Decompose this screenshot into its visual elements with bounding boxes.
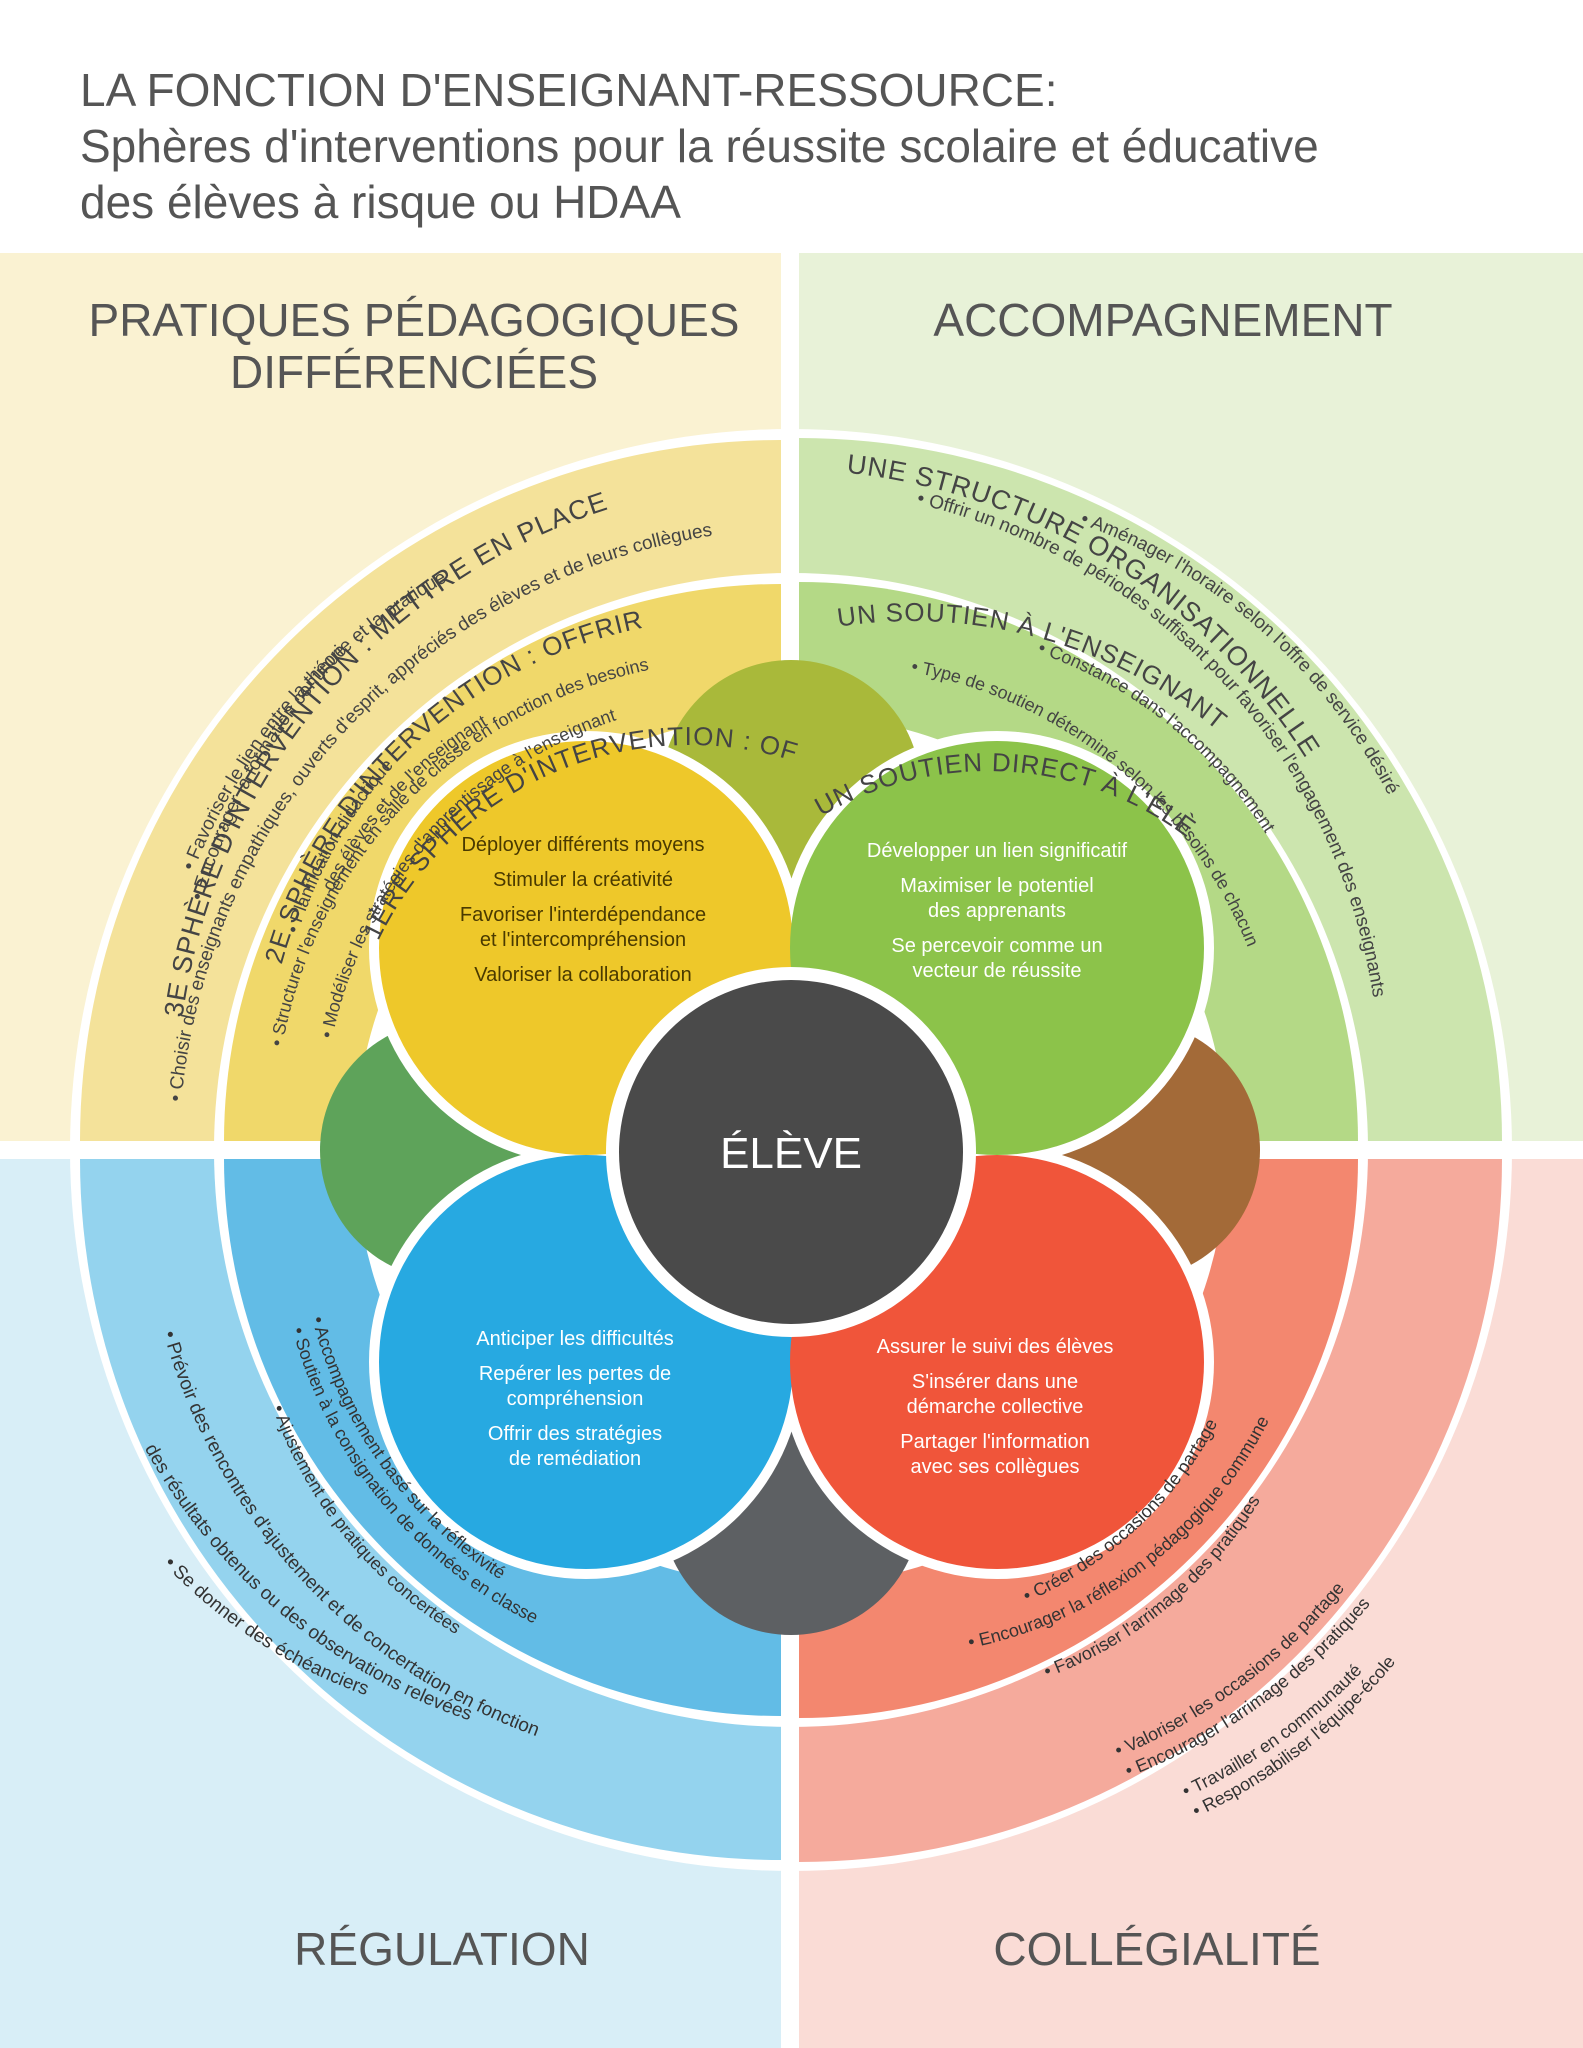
center-circle — [619, 980, 963, 1324]
quadrant-title-collegialite: COLLÉGIALITÉ — [993, 1923, 1320, 1975]
circle-blue-line-3: compréhension — [507, 1388, 644, 1410]
quadrant-title-regulation: RÉGULATION — [294, 1923, 590, 1975]
circle-green-line-5: vecteur de réussite — [913, 960, 1082, 982]
center-label: ÉLÈVE — [720, 1129, 862, 1178]
title-line-3: des élèves à risque ou HDAA — [80, 176, 681, 228]
circle-yellow-line-4: et l'intercompréhension — [480, 929, 686, 951]
circle-blue-line-2: Repérer les pertes de — [479, 1363, 671, 1385]
circle-yellow-line-3: Favoriser l'interdépendance — [460, 904, 706, 926]
quadrant-title-pratiques-1: PRATIQUES PÉDAGOGIQUES — [89, 294, 740, 346]
quadrant-title-pratiques-2: DIFFÉRENCIÉES — [230, 346, 598, 398]
title-line-2: Sphères d'interventions pour la réussite… — [80, 120, 1319, 172]
circle-green-line-3: des apprenants — [928, 900, 1066, 922]
circle-red-line-2: S'insérer dans une — [912, 1371, 1078, 1393]
circle-yellow-line-2: Stimuler la créativité — [493, 869, 673, 891]
circle-red-line-5: avec ses collègues — [911, 1456, 1080, 1478]
circle-red-line-3: démarche collective — [907, 1396, 1084, 1418]
circle-green-line-1: Développer un lien significatif — [867, 840, 1128, 862]
quadrant-title-accompagnement: ACCOMPAGNEMENT — [933, 294, 1392, 346]
page-title: LA FONCTION D'ENSEIGNANT-RESSOURCE: Sphè… — [80, 62, 1520, 230]
circle-yellow-line-5: Valoriser la collaboration — [474, 964, 692, 986]
circle-blue-line-5: de remédiation — [509, 1448, 641, 1470]
circle-green-line-2: Maximiser le potentiel — [900, 875, 1093, 897]
circle-blue-line-4: Offrir des stratégies — [488, 1423, 662, 1445]
circle-green-line-4: Se percevoir comme un — [891, 935, 1102, 957]
circle-red-line-1: Assurer le suivi des élèves — [877, 1336, 1114, 1358]
circle-red-line-4: Partager l'information — [900, 1431, 1089, 1453]
circle-yellow-line-1: Déployer différents moyens — [461, 834, 704, 856]
title-line-1: LA FONCTION D'ENSEIGNANT-RESSOURCE: — [80, 64, 1058, 116]
circle-blue-line-1: Anticiper les difficultés — [476, 1328, 674, 1350]
